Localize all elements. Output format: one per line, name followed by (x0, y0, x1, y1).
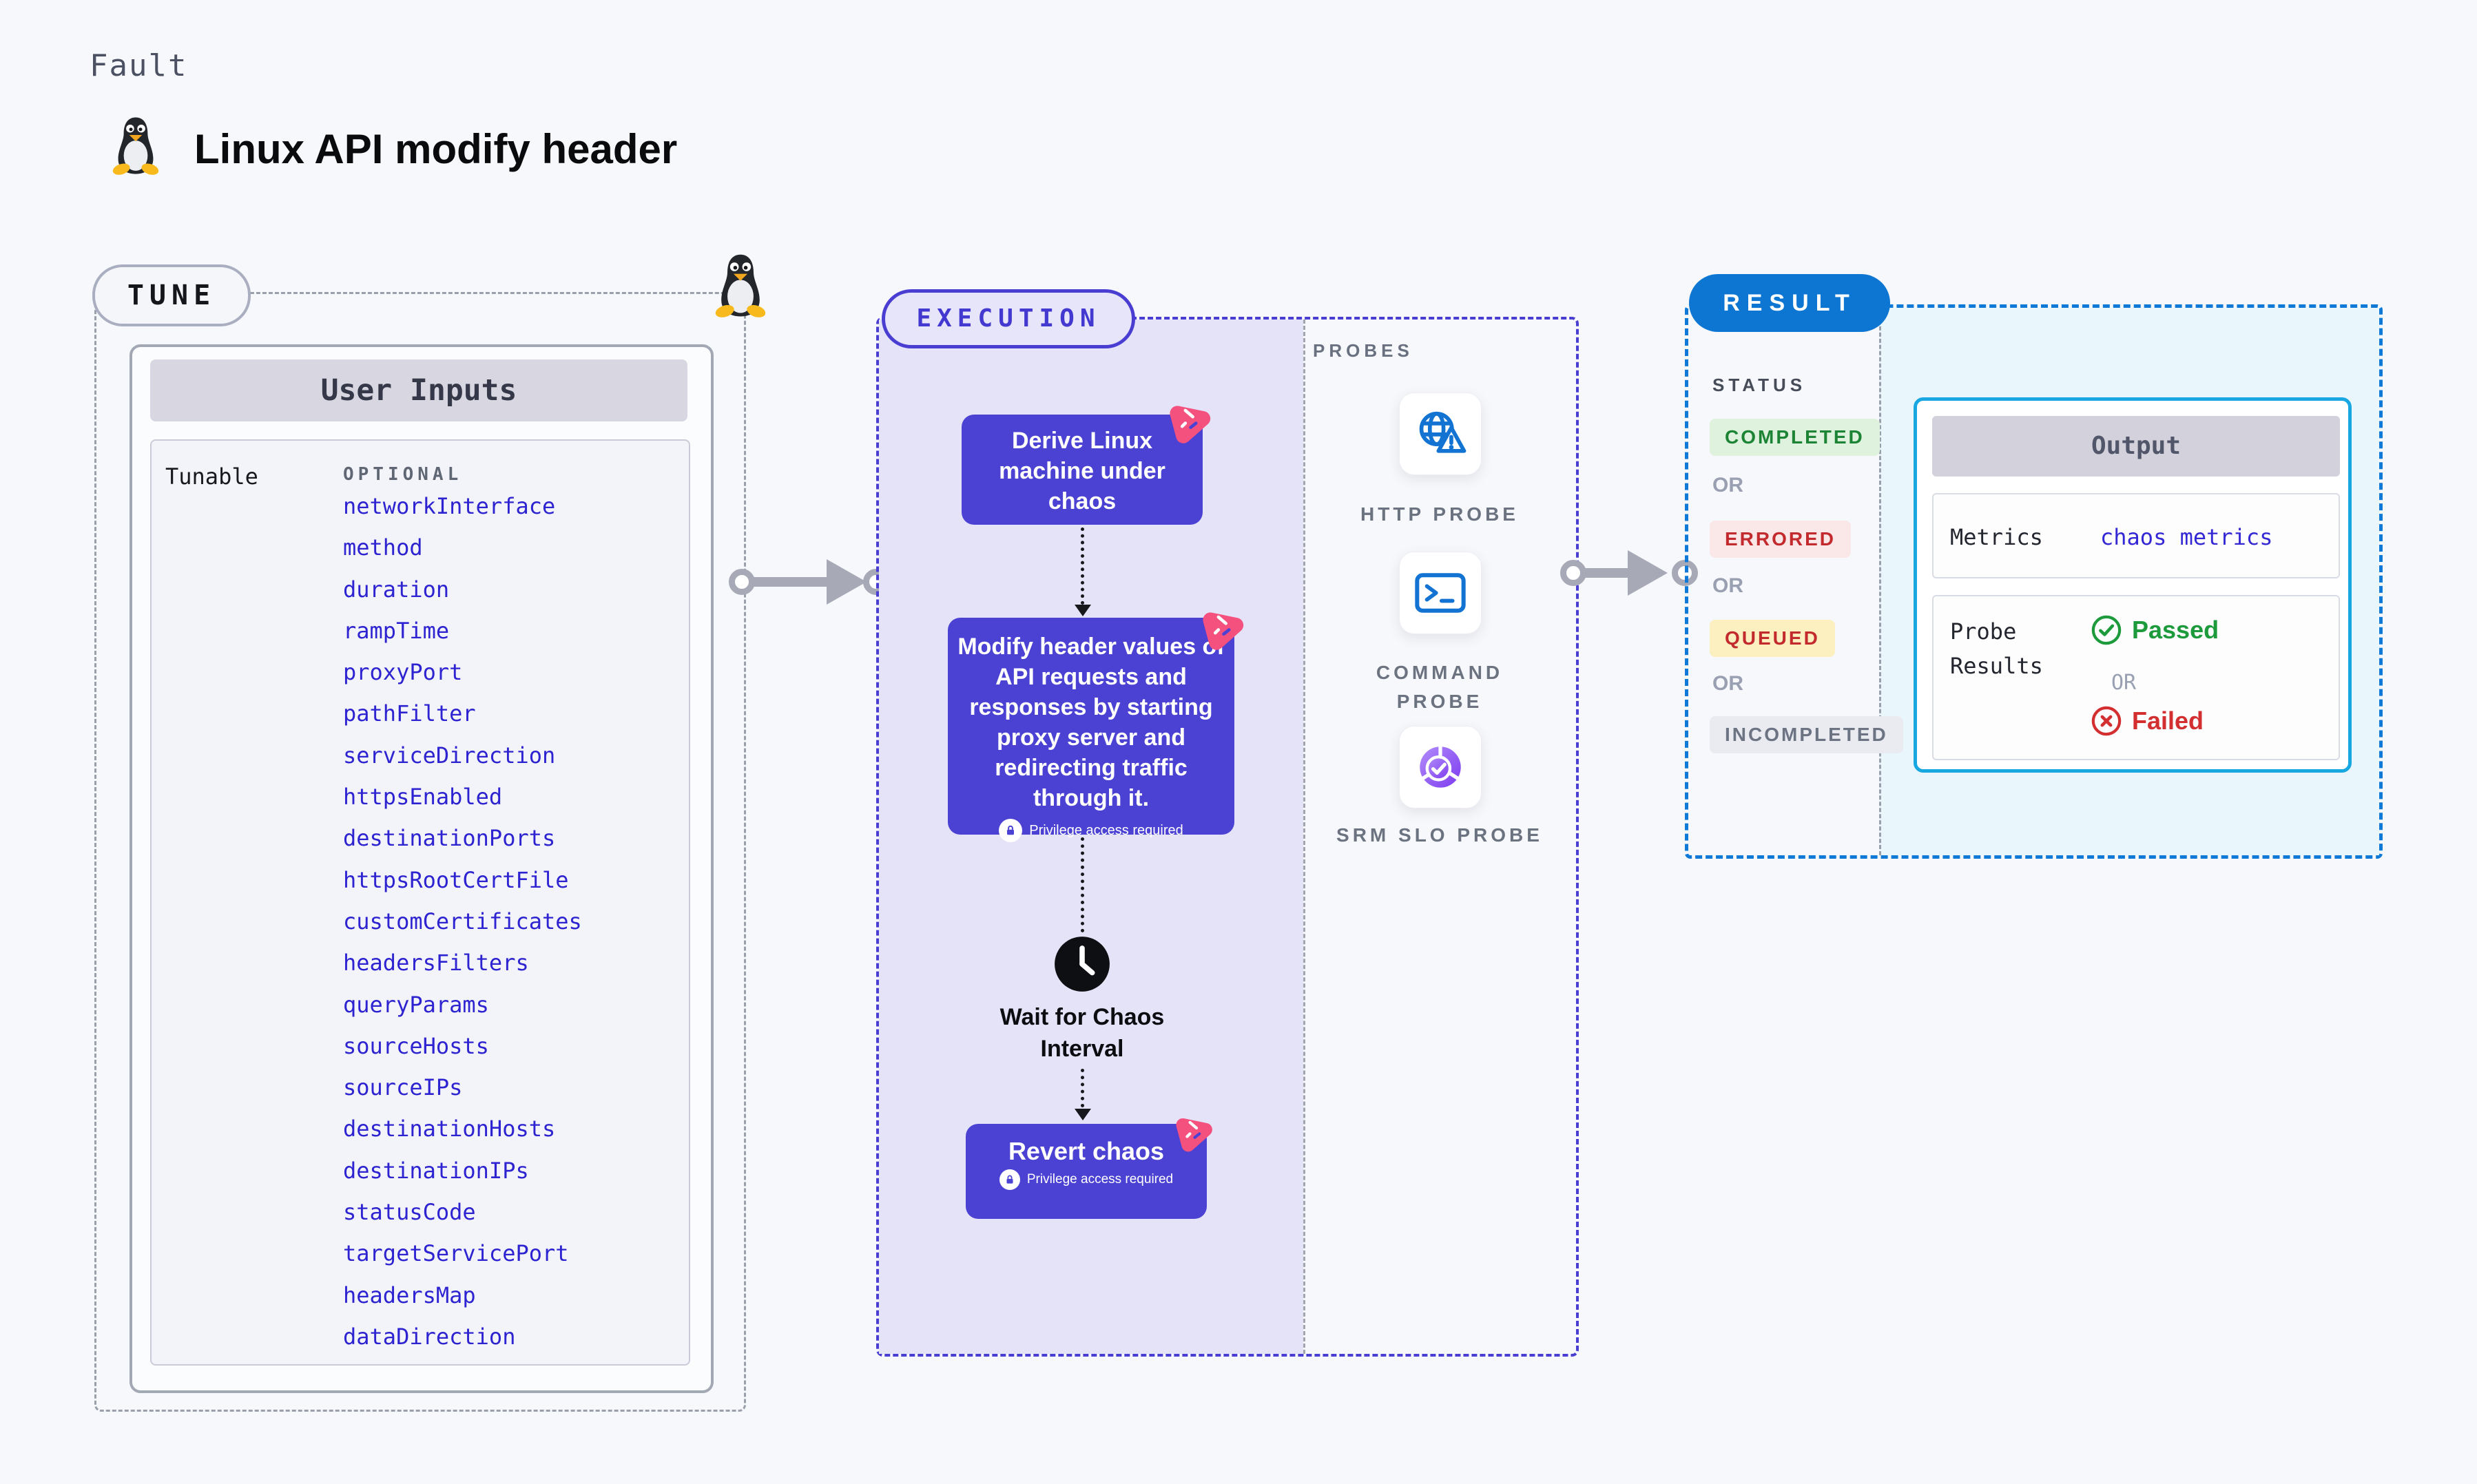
tunable-param: httpsRootCertFile (343, 866, 569, 893)
chaos-logo-icon (1176, 1118, 1212, 1152)
or-separator: OR (1712, 474, 1743, 497)
failed-label: Failed (2132, 707, 2204, 735)
srm-slo-probe-label: SRM SLO PROBE (1336, 824, 1543, 846)
output-title: Output (1932, 416, 2340, 477)
status-heading: STATUS (1712, 375, 1807, 395)
chaos-logo-icon (1170, 406, 1211, 443)
tunable-param: httpsEnabled (343, 784, 503, 811)
http-probe-card (1399, 393, 1482, 475)
tunable-param: serviceDirection (343, 742, 556, 769)
tunable-param: destinationHosts (343, 1116, 556, 1142)
tunable-param: queryParams (343, 991, 489, 1018)
revert-chaos-text: Revert chaos (1008, 1137, 1165, 1165)
tunable-param: pathFilter (343, 700, 476, 727)
user-inputs-table (150, 439, 690, 1366)
status-badge-incompleted: INCOMPLETED (1710, 716, 1903, 753)
srm-slo-probe-card (1399, 726, 1482, 808)
command-probe-card (1399, 552, 1482, 634)
tunable-param: sourceHosts (343, 1032, 489, 1059)
tunable-param: dataDirection (343, 1323, 516, 1350)
tunable-param: method (343, 534, 423, 561)
status-output-divider (1879, 308, 1881, 855)
tunable-param: networkInterface (343, 493, 556, 519)
wait-interval-label: Wait for Chaos Interval (999, 1004, 1165, 1062)
tunable-param: headersFilters (343, 950, 529, 976)
execution-to-result-arrowhead (1628, 550, 1668, 596)
tunable-param: targetServicePort (343, 1240, 569, 1267)
optional-column-label: OPTIONAL (343, 464, 463, 485)
privilege-note-row: Privilege access required (948, 819, 1234, 842)
execution-section-outline: Derive Linux machine under chaos Modify … (876, 317, 1579, 1357)
tunable-param: headersMap (343, 1282, 476, 1308)
tunable-param: proxyPort (343, 659, 463, 686)
privilege-note: Privilege access required (1026, 1172, 1174, 1187)
derive-machine-node: Derive Linux machine under chaos (962, 415, 1203, 525)
output-card: Output Metrics chaos metrics Probe Resul… (1914, 397, 2352, 773)
metrics-label: Metrics (1950, 524, 2043, 550)
tunable-param: destinationIPs (343, 1157, 529, 1184)
modify-header-text: Modify header values of API requests and… (957, 634, 1225, 811)
status-badge-errored: ERRORED (1710, 521, 1852, 558)
failed-row: Failed (2091, 705, 2204, 737)
arrow-start-connector (729, 569, 755, 595)
clock-icon (1055, 937, 1110, 992)
probe-results-label: Probe Results (1950, 618, 2043, 679)
probe-results-row: Probe Results Passed OR Failed (1932, 595, 2340, 760)
flow-connector-arrowhead (1075, 1109, 1091, 1120)
modify-header-node: Modify header values of API requests and… (948, 618, 1234, 842)
tux-penguin-corner-icon (715, 254, 766, 317)
tunable-param-list: networkInterface method duration rampTime pr… (343, 485, 687, 1357)
tux-penguin-icon (112, 117, 159, 175)
slo-donut-icon (1420, 745, 1461, 788)
metrics-row: Metrics chaos metrics (1932, 493, 2340, 578)
tunable-row-label: Tunable (165, 463, 258, 490)
or-separator: OR (1712, 574, 1743, 597)
user-inputs-title: User Inputs (150, 359, 687, 421)
metrics-value: chaos metrics (2100, 524, 2273, 550)
derive-machine-text: Derive Linux machine under chaos (999, 428, 1165, 514)
x-circle-icon (2091, 706, 2122, 736)
command-probe-label: COMMAND PROBE (1376, 662, 1504, 712)
status-badge-queued: QUEUED (1710, 620, 1835, 657)
execution-badge: EXECUTION (882, 289, 1135, 348)
revert-chaos-node: Revert chaos Privilege access required (966, 1124, 1207, 1219)
or-separator: OR (1712, 672, 1743, 695)
check-circle-icon (2091, 615, 2122, 645)
probes-heading: PROBES (1313, 340, 1413, 361)
tune-section-outline (94, 292, 746, 1412)
tune-badge: TUNE (92, 264, 251, 326)
flow-connector (1081, 527, 1084, 605)
tunable-param: rampTime (343, 617, 450, 644)
http-probe-label: HTTP PROBE (1360, 503, 1519, 525)
tunable-param: statusCode (343, 1199, 476, 1226)
probes-divider (1303, 320, 1305, 1354)
globe-alert-icon (1419, 411, 1466, 453)
passed-label: Passed (2132, 616, 2219, 644)
tunable-param: customCertificates (343, 908, 582, 934)
page-title: Linux API modify header (194, 126, 678, 172)
lock-icon (999, 819, 1023, 842)
result-badge: RESULT (1689, 274, 1890, 332)
privilege-note: Privilege access required (1029, 822, 1183, 838)
flow-connector (1081, 1069, 1084, 1107)
privilege-note-row: Privilege access required (966, 1169, 1207, 1190)
chaos-logo-icon (1203, 612, 1244, 650)
tunable-param: sourceIPs (343, 1074, 463, 1101)
status-badge-completed: COMPLETED (1710, 419, 1880, 456)
fault-kicker: Fault (90, 48, 188, 83)
flow-connector-arrowhead (1075, 605, 1091, 616)
or-separator: OR (2111, 671, 2137, 695)
lock-icon (999, 1169, 1020, 1190)
tunable-param: destinationPorts (343, 825, 556, 852)
terminal-icon (1415, 573, 1466, 613)
arrow-start-connector (1560, 560, 1586, 586)
flow-connector (1081, 837, 1084, 932)
tune-to-execution-arrow (742, 577, 844, 587)
tune-to-execution-arrowhead (827, 559, 867, 605)
passed-row: Passed (2091, 614, 2219, 646)
tunable-param: duration (343, 576, 450, 603)
